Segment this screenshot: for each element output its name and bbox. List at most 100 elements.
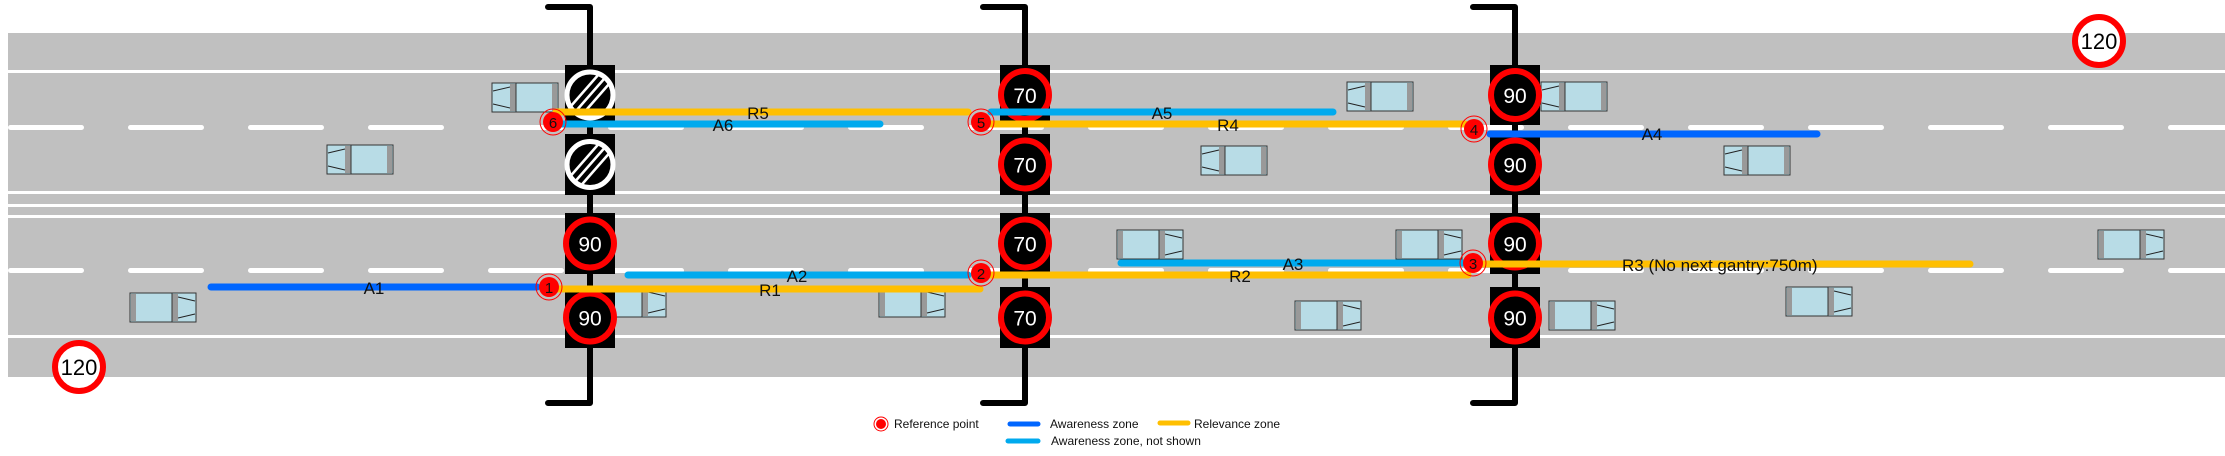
dashed-lane-line bbox=[2048, 125, 2124, 130]
car-windshield-pillar bbox=[1219, 147, 1225, 174]
sign-upper-1: 70 bbox=[998, 65, 1052, 125]
car-windshield-line bbox=[926, 308, 945, 314]
sign-lower-2: 70 bbox=[998, 287, 1052, 348]
car-body bbox=[491, 82, 559, 113]
dashed-lane-line bbox=[2168, 125, 2225, 130]
car-windshield-line bbox=[177, 313, 196, 319]
dashed-lane-line bbox=[368, 268, 444, 273]
end-of-restrictions-stripe bbox=[580, 152, 610, 187]
reference-point-dot bbox=[971, 112, 991, 132]
car-eastbound bbox=[1116, 229, 1184, 260]
sign-upper-1 bbox=[564, 65, 616, 125]
dashed-lane-line bbox=[8, 268, 84, 273]
dashed-lane-line bbox=[1568, 268, 1644, 273]
car-windshield-line bbox=[1596, 321, 1615, 327]
zone-label: R2 bbox=[1229, 267, 1251, 286]
car-windshield-line bbox=[492, 86, 511, 92]
reference-point-label: 4 bbox=[1470, 122, 1478, 139]
car-eastbound bbox=[878, 287, 946, 318]
car-windshield-line bbox=[1724, 166, 1743, 172]
sign-lower-1: 90 bbox=[563, 213, 617, 274]
solid-lane-line bbox=[8, 70, 2225, 73]
dashed-lane-line bbox=[1688, 268, 1764, 273]
car-windshield-pillar bbox=[921, 289, 927, 316]
dashed-lane-line bbox=[1808, 125, 1884, 130]
solid-lane-line bbox=[8, 215, 2225, 218]
car-body bbox=[1548, 300, 1616, 331]
car-windshield-line bbox=[1164, 250, 1183, 256]
car-windshield-line bbox=[1541, 85, 1560, 91]
zone-r1: R1 bbox=[551, 281, 984, 300]
car-westbound bbox=[1346, 81, 1414, 112]
dashed-lane-line bbox=[488, 268, 564, 273]
car-windshield-pillar bbox=[1559, 83, 1565, 110]
car-windshield-pillar bbox=[1159, 231, 1165, 258]
sign-lower-2: 90 bbox=[563, 287, 617, 348]
reference-point-halo bbox=[539, 108, 567, 136]
car-windshield-pillar bbox=[345, 146, 351, 173]
car-body bbox=[2097, 229, 2165, 260]
car-windshield-line bbox=[1724, 149, 1743, 155]
zone-a6: A6 bbox=[558, 116, 884, 135]
sign-upper-1: 90 bbox=[1488, 65, 1542, 125]
dashed-lane-line bbox=[1928, 125, 2004, 130]
dashed-lane-line bbox=[1568, 125, 1644, 130]
dashed-lane-line bbox=[128, 268, 204, 273]
legend-relevance-label: Relevance zone bbox=[1194, 417, 1280, 431]
car-windshield-line bbox=[327, 165, 346, 171]
car-rear-window bbox=[880, 289, 885, 316]
sign-upper-2: 90 bbox=[1488, 134, 1542, 195]
speed-limit-ring bbox=[1488, 290, 1542, 345]
dashed-lane-line bbox=[248, 125, 324, 130]
zone-a4: A4 bbox=[1486, 125, 1821, 144]
car-rear-window bbox=[2099, 231, 2104, 258]
car-westbound bbox=[326, 144, 394, 175]
zone-a2: A2 bbox=[624, 267, 972, 286]
car-windshield-line bbox=[327, 148, 346, 154]
car-eastbound bbox=[1294, 300, 1362, 331]
reference-point-label: 2 bbox=[977, 266, 985, 283]
car-rear-window bbox=[1261, 147, 1266, 174]
reference-point-label: 6 bbox=[549, 115, 557, 132]
zone-a5: A5 bbox=[987, 104, 1337, 123]
reference-point-halo bbox=[1460, 115, 1488, 143]
reference-point-halo bbox=[967, 108, 995, 136]
car-body bbox=[1294, 300, 1362, 331]
car-windshield-line bbox=[2145, 250, 2164, 256]
legend-awareness-label: Awareness zone bbox=[1050, 417, 1139, 431]
car-windshield-line bbox=[1201, 166, 1220, 172]
car-body bbox=[1116, 229, 1184, 260]
legend-reference-point-icon bbox=[873, 416, 889, 432]
dashed-lane-line bbox=[248, 268, 324, 273]
speed-limit-value: 70 bbox=[1013, 308, 1036, 331]
speed-limit-value: 90 bbox=[1503, 234, 1526, 257]
dashed-lane-line bbox=[1928, 268, 2004, 273]
car-body bbox=[1540, 81, 1608, 112]
car-body bbox=[1395, 229, 1463, 260]
car-windshield-pillar bbox=[1365, 83, 1371, 110]
reference-point-1: 1 bbox=[535, 273, 563, 301]
car-windshield-line bbox=[647, 308, 666, 314]
car-windshield-line bbox=[1347, 85, 1366, 91]
reference-point-halo bbox=[535, 273, 563, 301]
car-windshield-line bbox=[1347, 102, 1366, 108]
dashed-lane-line bbox=[2048, 268, 2124, 273]
legend-reference-point-label: Reference point bbox=[894, 417, 979, 431]
car-windshield-pillar bbox=[1438, 231, 1444, 258]
car-windshield-pillar bbox=[1337, 302, 1343, 329]
car-windshield-line bbox=[1164, 233, 1183, 239]
dashed-lane-line bbox=[128, 125, 204, 130]
car-body bbox=[1723, 145, 1791, 176]
car-westbound bbox=[1200, 145, 1268, 176]
end-of-restrictions-stripe bbox=[570, 73, 600, 107]
sign-lower-1: 90 bbox=[1488, 213, 1542, 274]
car-westbound bbox=[491, 82, 559, 113]
car-windshield-line bbox=[1833, 290, 1852, 296]
car-windshield-pillar bbox=[642, 289, 648, 316]
speed-limit-ring bbox=[563, 216, 617, 271]
solid-lane-line bbox=[8, 204, 2225, 207]
car-windshield-line bbox=[1541, 102, 1560, 108]
zone-r2: R2 bbox=[986, 267, 1472, 286]
legend-awareness-not-shown-label: Awareness zone, not shown bbox=[1051, 434, 1201, 448]
